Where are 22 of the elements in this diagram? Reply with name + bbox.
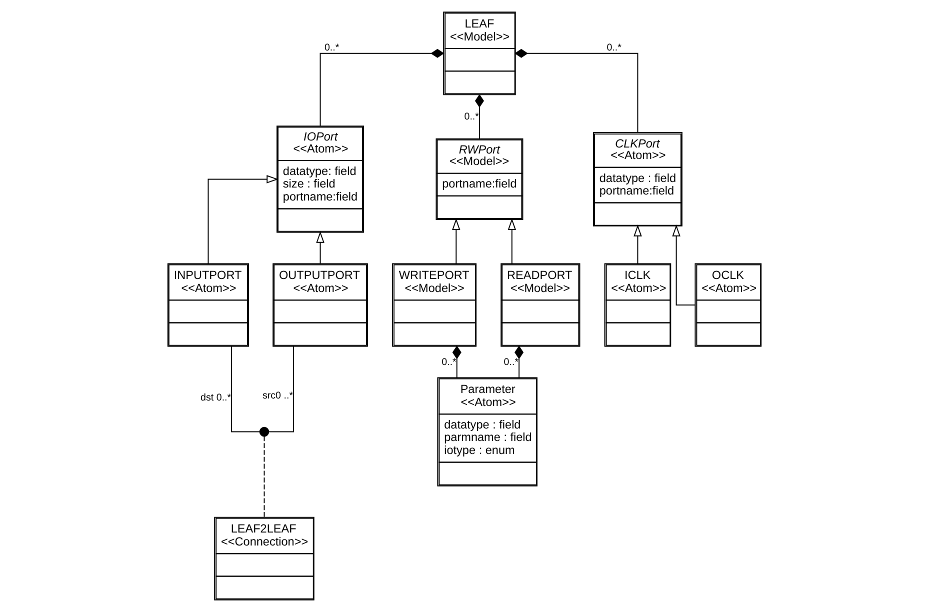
arrow [316, 231, 324, 264]
node-circle [258, 426, 269, 437]
edge-label: 0..* [606, 42, 621, 54]
arrow [507, 218, 516, 264]
edge-label: 0..* [464, 112, 478, 123]
connector [268, 346, 294, 432]
connector [514, 48, 638, 133]
edge-label: dst 0..* [200, 392, 231, 404]
connector [263, 436, 264, 518]
edge-label: 0..* [503, 357, 518, 368]
connector [319, 48, 444, 126]
arrow [672, 224, 695, 306]
connector [474, 94, 484, 140]
arrow [207, 175, 278, 264]
connector [514, 346, 524, 378]
edge-label: src0 ..* [262, 390, 293, 402]
arrow [633, 224, 642, 264]
connector [452, 346, 461, 378]
edge-label: 0..* [441, 357, 456, 368]
connector [230, 346, 260, 432]
edge-label: 0..* [324, 42, 339, 54]
arrow [452, 218, 460, 264]
